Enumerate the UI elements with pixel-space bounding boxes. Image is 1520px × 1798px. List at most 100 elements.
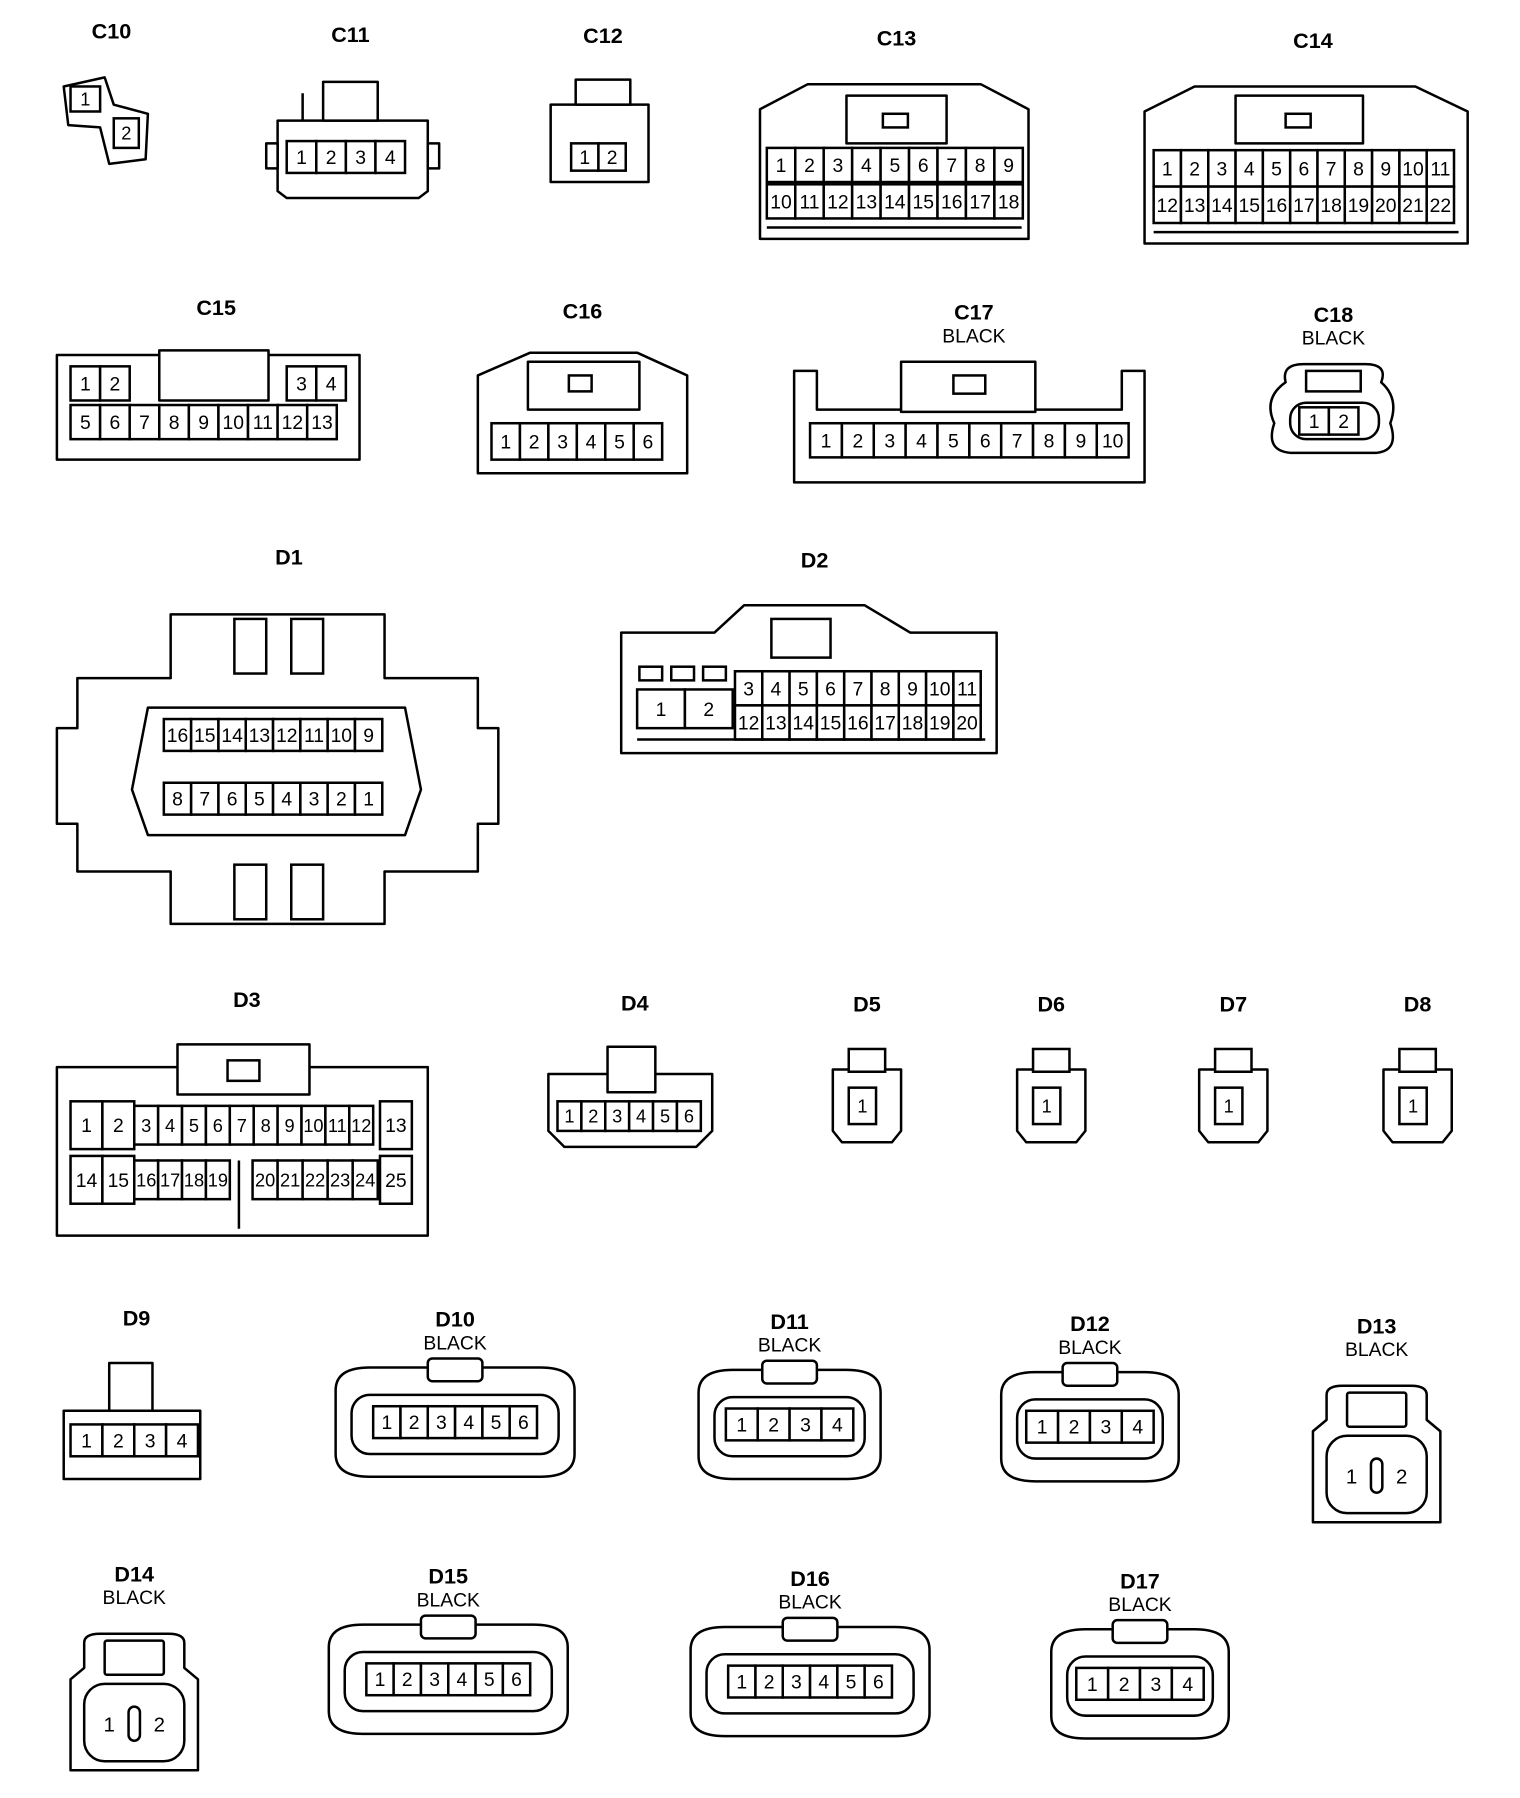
pin-number: 4 xyxy=(586,431,597,453)
pin-number: 1 xyxy=(1037,1417,1048,1439)
pin-cell xyxy=(1088,1409,1124,1444)
pin-number: 2 xyxy=(113,1115,124,1137)
pin-cell xyxy=(879,183,911,220)
pin-number: 13 xyxy=(765,712,787,734)
pin-number: 10 xyxy=(303,1116,323,1136)
pin-cell xyxy=(69,1154,104,1205)
pin-cell xyxy=(271,781,302,816)
connector-id-label: C18 xyxy=(1314,302,1354,327)
pin-cell xyxy=(447,1662,477,1697)
pin-number: 2 xyxy=(1189,158,1200,180)
pin-cell xyxy=(907,183,939,220)
latch-outline xyxy=(1345,1391,1408,1428)
housing-outline xyxy=(158,349,270,402)
connector-color-label: BLACK xyxy=(417,1589,480,1611)
pin-number: 17 xyxy=(160,1170,180,1190)
pin-number: 5 xyxy=(660,1107,670,1127)
pin-number: 23 xyxy=(330,1170,350,1190)
pin-number: 13 xyxy=(249,725,271,747)
connector-id-label: D4 xyxy=(621,990,649,1015)
pin-number: 6 xyxy=(684,1107,694,1127)
pin-number: 1 xyxy=(81,1430,92,1452)
pin-number: 1 xyxy=(500,431,511,453)
pin-number: 9 xyxy=(363,725,374,747)
pin-cell xyxy=(187,403,220,441)
pin-number: 13 xyxy=(1184,195,1206,217)
pin-number: 1 xyxy=(1087,1674,1098,1696)
pin-cell xyxy=(754,1664,785,1699)
pin-cell xyxy=(842,704,873,741)
pin-number: 5 xyxy=(1271,158,1282,180)
connector-color-label: BLACK xyxy=(103,1587,166,1609)
connector-d7: D71 xyxy=(1197,991,1269,1144)
pin-number: 16 xyxy=(1266,195,1288,217)
pin-cell xyxy=(964,183,996,220)
pin-number: 12 xyxy=(1157,195,1179,217)
pin-cell xyxy=(378,1100,414,1151)
pin-cell xyxy=(683,688,734,730)
pin-cell xyxy=(993,183,1025,220)
pin-cell xyxy=(305,403,339,441)
latch-outline xyxy=(761,1359,819,1385)
housing-outline xyxy=(264,142,279,170)
pin-number: 11 xyxy=(304,725,324,747)
pin-cell xyxy=(69,1100,104,1151)
pin-number: 2 xyxy=(852,430,863,452)
pin-number: 15 xyxy=(194,725,216,747)
pin-number: 6 xyxy=(918,155,929,177)
pin-number: 17 xyxy=(1293,195,1314,217)
pin-cell xyxy=(98,365,131,402)
pin-cell xyxy=(285,139,318,175)
pin-number: 12 xyxy=(351,1116,371,1136)
pin-cell xyxy=(276,403,309,441)
pin-number: 6 xyxy=(227,789,238,811)
connector-id-label: D17 xyxy=(1120,1568,1160,1593)
pin-number: 2 xyxy=(336,789,347,811)
housing-outline xyxy=(770,617,832,659)
pin-number: 1 xyxy=(1224,1096,1234,1116)
connector-color-label: BLACK xyxy=(1345,1339,1408,1361)
pin-number: 1 xyxy=(80,90,90,110)
pin-cell xyxy=(285,365,318,402)
connector-id-label: D1 xyxy=(275,544,303,569)
pin-cell xyxy=(765,146,797,184)
pin-number: 1 xyxy=(363,789,374,811)
pin-number: 6 xyxy=(873,1672,884,1694)
housing-outline xyxy=(670,665,696,682)
pin-number: 14 xyxy=(221,725,243,747)
pin-number: 19 xyxy=(1348,195,1370,217)
pin-number: 3 xyxy=(833,155,844,177)
connector-id-label: D13 xyxy=(1357,1313,1397,1338)
pin-cell xyxy=(315,365,348,402)
pin-number: 1 xyxy=(776,155,787,177)
pin-number: 2 xyxy=(110,373,121,395)
connector-id-label: C17 xyxy=(954,300,994,325)
pin-cell xyxy=(968,421,1003,459)
connector-color-label: BLACK xyxy=(1058,1337,1121,1359)
pin-number: 8 xyxy=(975,155,986,177)
pin-number: 13 xyxy=(311,412,333,434)
pin-number: 14 xyxy=(76,1170,98,1192)
pin-number: 6 xyxy=(825,678,836,700)
pin-number: 15 xyxy=(820,712,842,734)
pin-number: 6 xyxy=(110,412,121,434)
pin-number: 4 xyxy=(916,430,927,452)
pin-cell xyxy=(952,704,982,741)
connector-id-label: C10 xyxy=(92,19,132,44)
pin-cell xyxy=(993,146,1025,184)
pin-number: 18 xyxy=(902,712,924,734)
pin-number: 9 xyxy=(198,412,209,434)
pin-number: 5 xyxy=(189,1116,199,1136)
pin-number: 1 xyxy=(656,699,667,721)
pin-cell xyxy=(840,421,876,459)
